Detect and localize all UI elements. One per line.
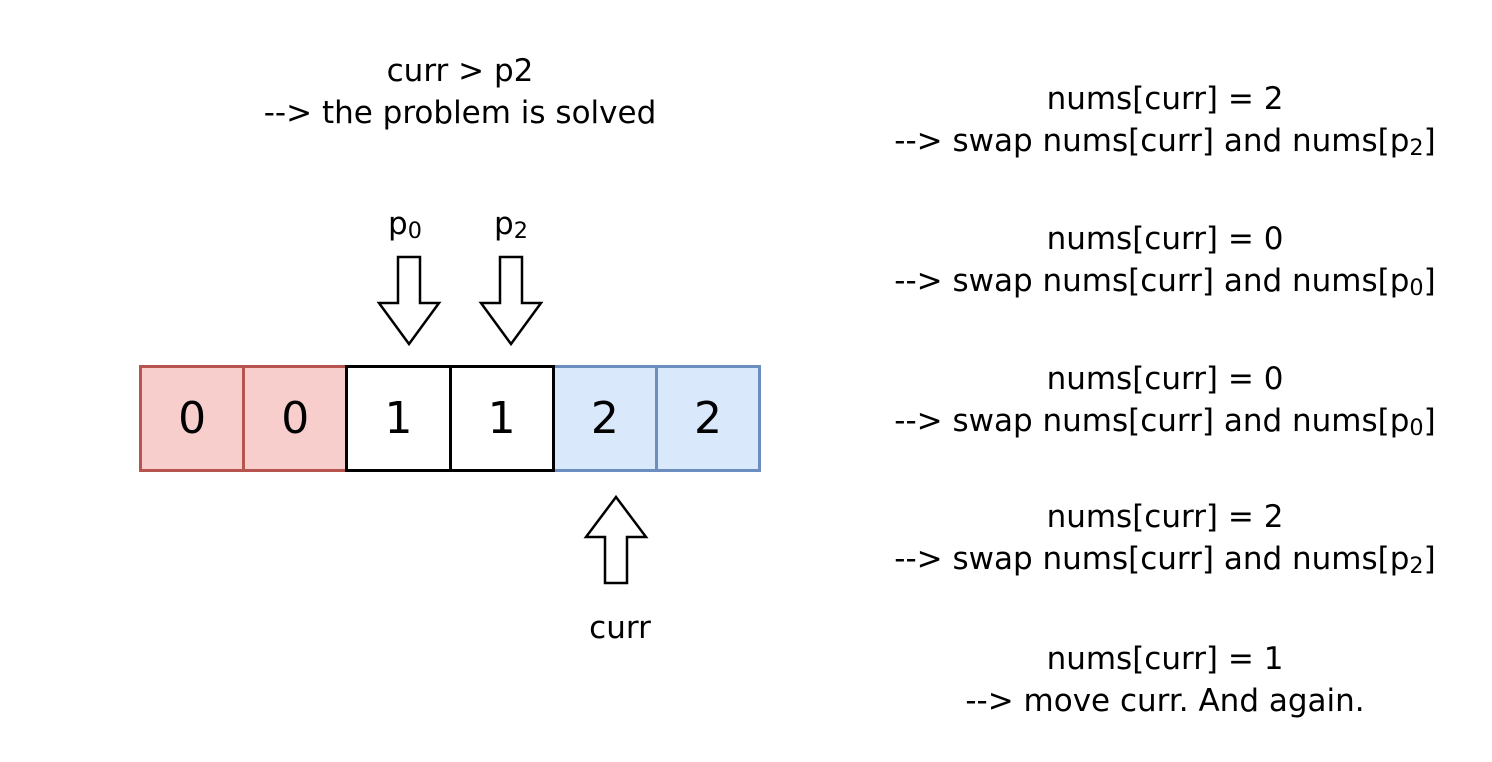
status-line-1: curr > p2 <box>386 53 534 89</box>
step-1-action: --> swap nums[curr] and nums[p2] <box>894 123 1436 162</box>
status-text: curr > p2 --> the problem is solved <box>200 50 720 134</box>
step-5-condition: nums[curr] = 1 <box>1046 641 1284 677</box>
step-4-condition: nums[curr] = 2 <box>1046 499 1284 535</box>
array: 0 0 1 1 2 2 <box>139 365 776 472</box>
step-3: nums[curr] = 0 --> swap nums[curr] and n… <box>860 358 1470 445</box>
array-cell-4: 2 <box>551 365 658 472</box>
pointer-p2-arrow-icon <box>478 255 544 347</box>
step-1-condition: nums[curr] = 2 <box>1046 81 1284 117</box>
step-1: nums[curr] = 2 --> swap nums[curr] and n… <box>860 78 1470 165</box>
step-3-condition: nums[curr] = 0 <box>1046 361 1284 397</box>
pointer-p0-arrow-icon <box>376 255 442 347</box>
array-cell-2: 1 <box>345 365 452 472</box>
pointer-curr-arrow-icon <box>583 494 649 585</box>
step-5-action: --> move curr. And again. <box>965 683 1365 719</box>
step-3-action: --> swap nums[curr] and nums[p0] <box>894 403 1436 442</box>
step-2-action: --> swap nums[curr] and nums[p0] <box>894 263 1436 302</box>
pointer-p0-label: p0 <box>388 206 422 245</box>
step-2-condition: nums[curr] = 0 <box>1046 221 1284 257</box>
array-cell-0: 0 <box>139 365 246 472</box>
array-cell-5: 2 <box>654 365 762 472</box>
array-cell-1: 0 <box>242 365 349 472</box>
status-line-2: --> the problem is solved <box>263 95 657 131</box>
step-4-action: --> swap nums[curr] and nums[p2] <box>894 541 1436 580</box>
step-4: nums[curr] = 2 --> swap nums[curr] and n… <box>860 496 1470 583</box>
array-cell-3: 1 <box>448 365 555 472</box>
step-5: nums[curr] = 1 --> move curr. And again. <box>860 638 1470 722</box>
step-2: nums[curr] = 0 --> swap nums[curr] and n… <box>860 218 1470 305</box>
pointer-curr-label: curr <box>589 610 651 646</box>
pointer-p2-label: p2 <box>494 206 528 245</box>
